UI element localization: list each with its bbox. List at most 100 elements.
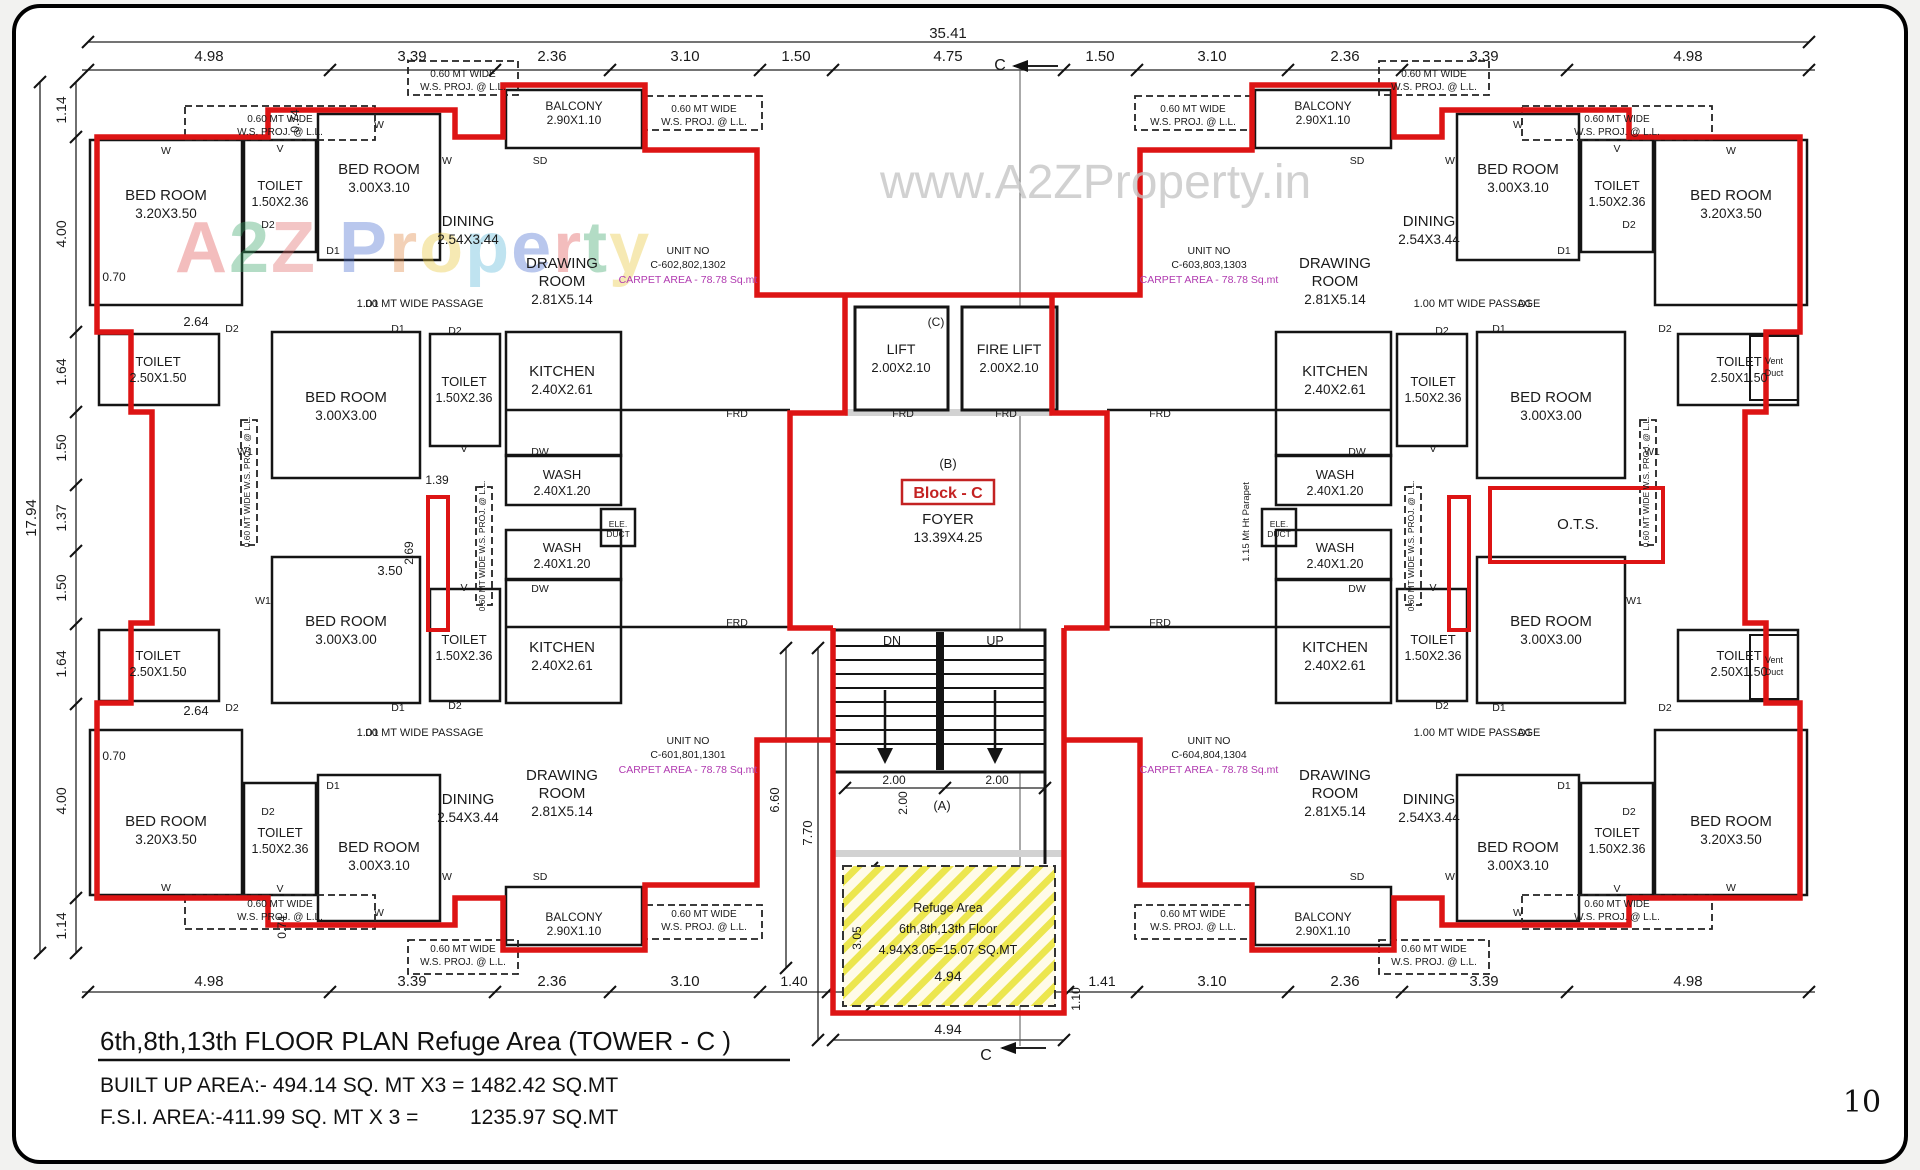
plan-label: TOILET — [257, 825, 302, 840]
plan-label: 4.94X3.05=15.07 SQ.MT — [879, 943, 1018, 957]
plan-label: 0.60 MT WIDE — [1401, 69, 1467, 80]
plan-label: D1 — [1518, 298, 1532, 310]
dim-tick — [33, 946, 47, 960]
plan-label: D1 — [1557, 780, 1571, 792]
plan-label: 1.10 — [1069, 987, 1083, 1011]
plan-label: 0.70 — [102, 270, 126, 284]
plan-label: DW — [1348, 583, 1366, 595]
plan-label: TOILET — [1594, 825, 1639, 840]
plan-label: C-603,803,1303 — [1171, 259, 1246, 271]
dim-tick — [603, 63, 617, 77]
plan-label: V — [460, 443, 467, 455]
plan-label: V — [1429, 582, 1436, 594]
plan-label: 6th,8th,13th Floor — [899, 922, 997, 936]
plan-label: W1 — [255, 595, 271, 607]
dim-tick — [81, 63, 95, 77]
section-marker-bottom: C — [980, 1047, 992, 1064]
plan-label: FIRE LIFT — [977, 341, 1042, 357]
plan-label: WASH — [1316, 540, 1355, 555]
plan-label: WASH — [543, 467, 582, 482]
dim-tick — [811, 1033, 825, 1047]
red-refuge-boundary — [94, 82, 1803, 1016]
plan-label: 3.05 — [850, 926, 864, 950]
plan-label: 3.00X3.10 — [1487, 180, 1549, 195]
plan-label: 0.70 — [102, 749, 126, 763]
plan-label: BED ROOM — [338, 161, 420, 178]
plan-label: DINING — [442, 791, 495, 808]
plan-label: DINING — [1403, 213, 1456, 230]
plan-label: BALCONY — [1294, 99, 1351, 113]
plan-label: D2 — [1658, 702, 1672, 714]
plan-label: V — [1429, 443, 1436, 455]
plan-label: D2 — [225, 702, 239, 714]
refuge-area — [842, 865, 1056, 1007]
plan-label: 4.98 — [194, 48, 223, 65]
plan-label: D2 — [448, 325, 462, 337]
dim-tick — [69, 75, 83, 89]
plan-label: DW — [1348, 446, 1366, 458]
plan-label: 2.00X2.10 — [871, 360, 930, 375]
plan-label: 2.36 — [1330, 973, 1359, 990]
page-number: 10 — [1843, 1085, 1881, 1120]
plan-label: CARPET AREA - 78.78 Sq.mt — [1140, 274, 1279, 286]
dim-tick — [779, 641, 793, 655]
plan-label: 1.00 MT WIDE PASSAGE — [1414, 298, 1541, 310]
dim-tick — [69, 130, 83, 144]
plan-label: D1 — [326, 780, 340, 792]
plan-label: (B) — [939, 456, 956, 471]
plan-label: 4.98 — [1673, 973, 1702, 990]
plan-label: 2.90X1.10 — [1296, 924, 1351, 938]
plan-label: UNIT NO — [1188, 245, 1231, 257]
plan-label: Vent — [1765, 356, 1784, 366]
plan-label: D1 — [1492, 702, 1506, 714]
plan-label: W.S. PROJ. @ L.L. — [1391, 82, 1477, 93]
plan-label: 1.00 MT WIDE PASSAGE — [1414, 727, 1541, 739]
plan-label: 2.40X1.20 — [1307, 557, 1364, 571]
plan-label: TOILET — [441, 632, 486, 647]
plan-label: 0.60 MT WIDE W.S. PROJ. @ L.L. — [242, 417, 252, 548]
plan-label: 17.94 — [23, 499, 40, 537]
plan-label: W — [1513, 907, 1523, 919]
plan-label: CARPET AREA - 78.78 Sq.mt — [619, 274, 758, 286]
plan-label: DUCT — [606, 529, 630, 539]
dim-tick — [826, 63, 840, 77]
dim-tick — [1802, 985, 1816, 999]
plan-label: 2.90X1.10 — [547, 113, 602, 127]
dim-tick — [69, 325, 83, 339]
plan-label: 2.40X1.20 — [1307, 484, 1364, 498]
plan-label: Duct — [1765, 667, 1784, 677]
plan-label: BALCONY — [545, 99, 602, 113]
plan-label: 3.10 — [670, 973, 699, 990]
plan-label: 1.39 — [425, 473, 449, 487]
plan-label: V — [276, 143, 283, 155]
dim-tick — [323, 985, 337, 999]
plan-label: 1.15 Mt Ht Parapet — [1241, 482, 1252, 562]
plan-label: DRAWING — [526, 767, 598, 784]
plan-label: D2 — [261, 806, 275, 818]
dim-tick — [838, 781, 852, 795]
plan-label: DINING — [442, 213, 495, 230]
dim-tick — [69, 405, 83, 419]
dim-tick — [488, 985, 502, 999]
built-up-area-label: BUILT UP AREA:- 494.14 SQ. MT X3 = — [100, 1074, 464, 1097]
plan-label: 2.36 — [537, 48, 566, 65]
plan-label: 7.70 — [800, 820, 815, 845]
plan-label: 2.90X1.10 — [547, 924, 602, 938]
refuge-area-label: Refuge Area — [913, 901, 983, 915]
dim-tick — [1130, 985, 1144, 999]
plan-label: V — [276, 883, 283, 895]
plan-label: C-604,804,1304 — [1171, 749, 1246, 761]
plan-label: SD — [1350, 871, 1365, 883]
plan-label: ROOM — [1312, 273, 1359, 290]
plan-label: 1.50X2.36 — [252, 842, 309, 856]
plan-label: 1.41 — [1088, 973, 1115, 989]
plan-label: TOILET — [1716, 648, 1761, 663]
plan-label: 3.00X3.10 — [1487, 858, 1549, 873]
plan-label: SD — [1350, 155, 1365, 167]
plan-label: 3.20X3.50 — [1700, 832, 1762, 847]
dim-tick — [1802, 63, 1816, 77]
dim-tick — [938, 781, 952, 795]
plan-label: 2.50X1.50 — [130, 371, 187, 385]
plan-label: TOILET — [1594, 178, 1639, 193]
